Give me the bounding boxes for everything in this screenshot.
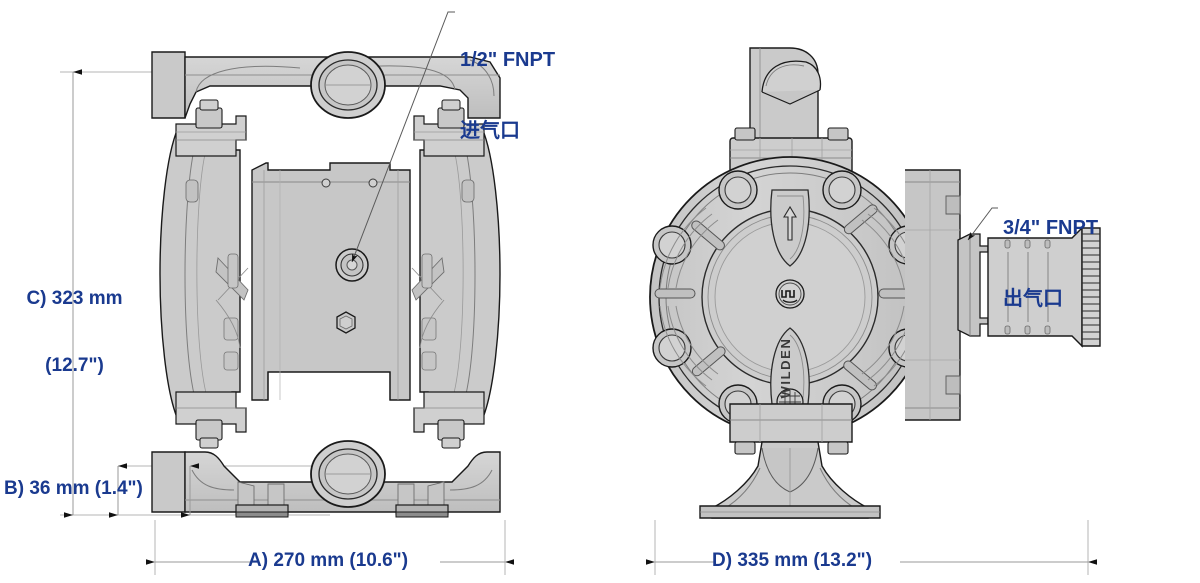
- callout-leaders: [351, 11, 998, 263]
- center-section: [251, 162, 411, 401]
- wilden-logo-icon: [775, 279, 805, 309]
- dimension-label-a: A) 270 mm (10.6"): [248, 550, 409, 571]
- pump-front-view: WILDEN: [649, 47, 1101, 575]
- flow-direction-arrow: [783, 205, 797, 241]
- leader-air-exhaust: [967, 207, 998, 241]
- callout-air-exhaust-line2: 出气口: [1003, 287, 1063, 310]
- bottom-manifold: [151, 440, 501, 518]
- dimension-label-b: B) 36 mm (1.4"): [4, 478, 143, 499]
- left-liquid-chamber: [159, 99, 249, 449]
- dimension-label-c-line1: C) 323 mm: [26, 287, 123, 309]
- callout-air-inlet-line2: 进气口: [460, 119, 520, 142]
- leader-air-inlet: [351, 11, 455, 263]
- callout-air-inlet-line1: 1/2" FNPT: [460, 49, 556, 72]
- dimension-lines: [64, 69, 1097, 565]
- callout-air-exhaust: 3/4" FNPT 出气口: [1003, 170, 1098, 335]
- dimension-label-c: C) 323 mm (12.7"): [12, 243, 137, 400]
- muffler-dimples: [1004, 239, 1051, 335]
- dimension-label-d: D) 335 mm (13.2"): [712, 550, 873, 571]
- exhaust-muffler: [957, 226, 1101, 348]
- top-manifold: [151, 51, 501, 119]
- right-liquid-chamber: [411, 99, 501, 449]
- front-base-pedestal: [699, 403, 881, 519]
- air-motor-housing: [905, 169, 961, 421]
- muffler-slots: [1007, 252, 1049, 322]
- dimension-label-c-line2: (12.7"): [45, 355, 104, 377]
- callout-air-exhaust-line1: 3/4" FNPT: [1003, 217, 1099, 240]
- radial-rib-slots: [654, 204, 920, 391]
- callout-air-inlet: 1/2" FNPT 进气口: [460, 2, 555, 167]
- witness-lines-right: [654, 520, 1089, 575]
- pump-side-view: [60, 51, 506, 575]
- air-inlet-elbow: [749, 47, 822, 141]
- wilden-brand-text: WILDEN: [778, 338, 793, 399]
- muffler-fins: [1082, 233, 1100, 340]
